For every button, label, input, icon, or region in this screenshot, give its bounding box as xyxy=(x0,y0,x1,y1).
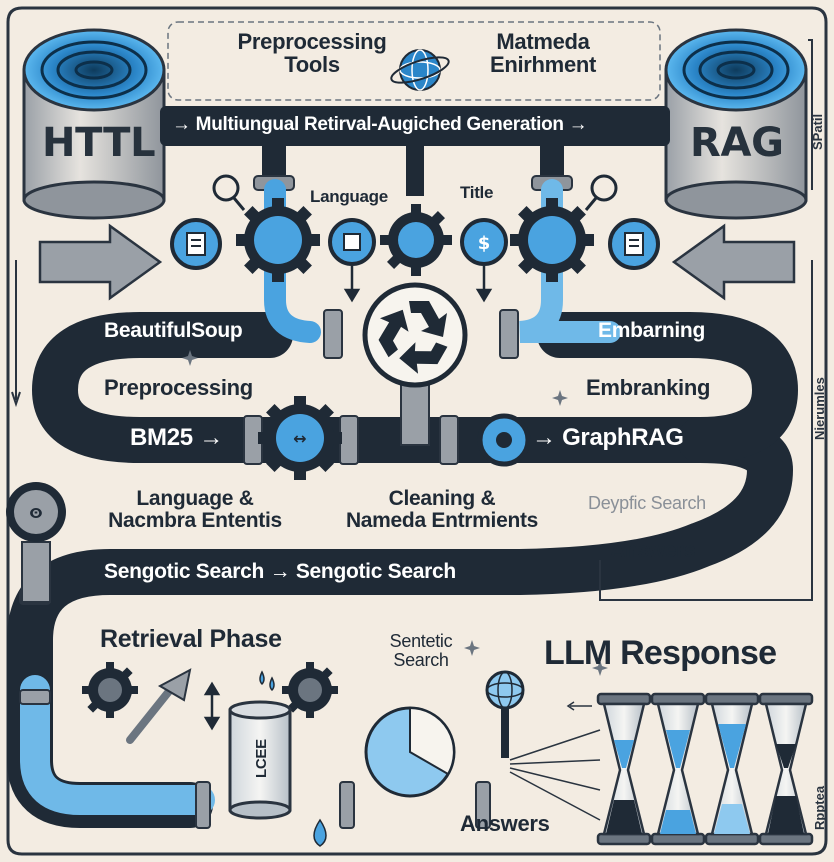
left-drum-label: HTTL xyxy=(42,120,156,166)
svg-text:$: $ xyxy=(478,233,491,254)
station-node-language xyxy=(328,218,376,266)
drops-icon xyxy=(259,670,327,847)
sparkle-stars xyxy=(182,350,608,676)
pipe-couplings xyxy=(19,309,519,829)
right-drum-label: RAG xyxy=(690,120,784,166)
svg-text:ⵙ: ⵙ xyxy=(29,506,42,522)
blue-pipe-sections xyxy=(19,179,621,815)
right-database-drum xyxy=(664,28,808,220)
loop-gear-bm25: ↔ xyxy=(258,396,342,480)
embarning-label: Embarning xyxy=(598,319,705,342)
outer-frame xyxy=(6,6,828,856)
pressure-gauge-icon: ⵙ xyxy=(6,482,66,603)
hourglass-icons xyxy=(596,692,814,846)
recycle-valve-icon xyxy=(362,282,468,446)
station-down-arrows xyxy=(343,266,493,303)
language-entities-label: Language & Nacmbra Ententis xyxy=(108,487,282,533)
left-database-drum xyxy=(22,28,166,220)
shovel-icon xyxy=(126,668,192,744)
station-node-doc-right xyxy=(608,218,660,270)
main-serpentine-pipe xyxy=(7,312,799,828)
web-globe-icon xyxy=(485,670,525,758)
station-language-label: Language xyxy=(310,187,388,206)
retrieval-phase-label: Retrieval Phase xyxy=(100,625,282,653)
bm25-label: BM25 → xyxy=(130,424,223,451)
right-inflow-arrow xyxy=(671,223,796,301)
station-title-label: Title xyxy=(460,183,494,202)
answers-upper-label: Answers xyxy=(610,539,696,562)
station-node-title: $ xyxy=(460,218,508,266)
embranking-label: Embranking xyxy=(586,375,711,400)
tank-label: LCEE xyxy=(253,739,270,778)
banner-pipe xyxy=(160,106,670,146)
station-gear-right xyxy=(510,198,594,282)
loop-node-graphrag xyxy=(477,413,531,467)
left-inflow-arrow xyxy=(38,223,163,301)
semantic-search-label: Sengotic Search → Sengotic Search xyxy=(104,560,456,583)
output-fan-lines xyxy=(509,701,601,821)
storage-tank xyxy=(228,700,292,820)
beautifulsoup-label: BeautifulSoup xyxy=(104,319,243,342)
svg-text:↔: ↔ xyxy=(293,429,306,448)
station-gear-center xyxy=(380,204,452,276)
down-pipes xyxy=(253,146,573,196)
globe-icon xyxy=(390,49,450,91)
station-node-doc-left xyxy=(170,218,222,270)
preprocessing-label: Preprocessing xyxy=(104,375,253,400)
up-down-arrow-icon xyxy=(203,681,221,731)
answers-bottom-label: Answers xyxy=(460,811,550,836)
feedback-lines xyxy=(11,39,813,601)
banner-title: → Multiungual Retirval-Augiched Generati… xyxy=(172,114,588,135)
metadata-enrichment-label: Matmeda Enirhment xyxy=(489,29,597,78)
pie-disk-icon xyxy=(364,706,456,798)
station-gear-left xyxy=(236,198,320,282)
llm-response-label: LLM Response xyxy=(544,634,777,672)
side-label-right-bottom: Rpptea xyxy=(812,785,827,830)
side-label-right-mid: Nierumles xyxy=(812,377,827,440)
sentetic-search-label: Sentetic Search xyxy=(389,631,453,670)
dynamic-search-label: Deypfic Search xyxy=(588,493,706,513)
header-box xyxy=(167,21,661,101)
search-magnifier-icons xyxy=(212,174,618,211)
graphrag-label: → GraphRAG xyxy=(532,424,684,451)
preprocessing-tools-label: Preprocessing Tools xyxy=(237,29,387,78)
side-label-right-top: SPatil xyxy=(810,113,825,150)
cleaning-entities-label: Cleaning & Nameda Entrmients xyxy=(345,487,539,533)
bottom-gear-left xyxy=(82,662,138,718)
